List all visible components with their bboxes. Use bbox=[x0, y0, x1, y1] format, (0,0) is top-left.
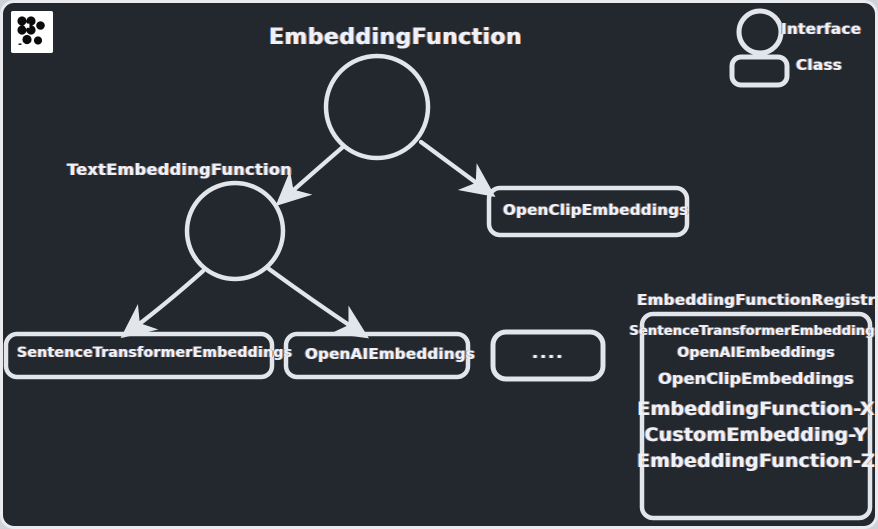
legend-interface-circle bbox=[736, 8, 784, 56]
node-label-openai: OpenAIEmbeddings bbox=[305, 345, 476, 363]
page-title: EmbeddingFunction bbox=[269, 25, 523, 50]
registry-item: OpenClipEmbeddings bbox=[658, 369, 854, 388]
legend-label-interface: Interface bbox=[781, 20, 862, 38]
node-text-embedding-function-circle bbox=[184, 180, 286, 282]
graph-shapes-layer bbox=[3, 8, 873, 521]
node-embedding-function-circle bbox=[323, 53, 431, 161]
legend-label-class: Class bbox=[796, 56, 843, 74]
node-label-text-embedding-function: TextEmbeddingFunction bbox=[67, 160, 293, 179]
registry-title: EmbeddingFunctionRegistry bbox=[637, 291, 878, 309]
registry-item: SentenceTransformerEmbeddings bbox=[629, 324, 878, 339]
edge-text-to-sentence-transformer bbox=[120, 268, 206, 339]
registry-box bbox=[639, 311, 873, 521]
node-sentence-transformer-box bbox=[3, 331, 275, 380]
registry-item: OpenAIEmbeddings bbox=[677, 345, 835, 361]
edge-text-to-openai bbox=[266, 266, 369, 339]
node-label-ellipsis: .... bbox=[532, 343, 565, 362]
node-label-sentence-transformer: SentenceTransformerEmbeddings bbox=[17, 345, 293, 361]
registry-item: EmbeddingFunction-Z bbox=[636, 450, 876, 472]
edge-root-to-text-embedding bbox=[275, 143, 347, 207]
legend-class-rect bbox=[729, 54, 790, 88]
lancedb-logo-icon bbox=[11, 11, 53, 53]
registry-item: EmbeddingFunction-X bbox=[637, 398, 875, 420]
registry-item: CustomEmbedding-Y bbox=[644, 424, 868, 446]
node-label-openclip: OpenClipEmbeddings bbox=[503, 201, 689, 219]
node-ellipsis-box bbox=[490, 329, 606, 382]
node-openai-box bbox=[283, 331, 471, 380]
registry-item-list: SentenceTransformerEmbeddings OpenAIEmbe… bbox=[629, 314, 875, 518]
edge-root-to-openclip bbox=[418, 139, 496, 197]
node-openclip-box bbox=[486, 185, 690, 238]
